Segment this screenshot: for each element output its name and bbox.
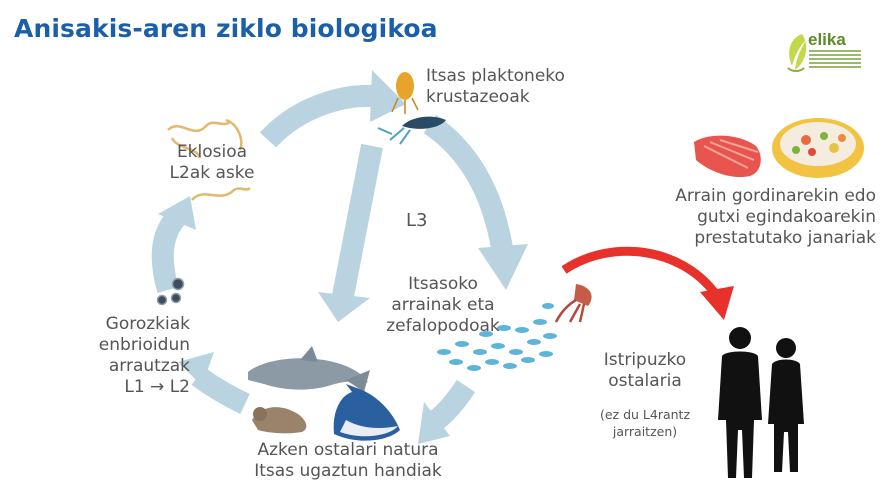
label-crustaceans: Itsas plaktoneko krustazeoak	[426, 66, 565, 108]
infection-arrow	[564, 251, 734, 320]
cycle-arrow-top-left	[268, 96, 372, 140]
arrowhead-inner	[318, 292, 370, 322]
label-accidental-host: Istripuzko ostalaria	[586, 350, 704, 392]
label-fish-line2: arrainak eta	[376, 295, 510, 316]
label-crustaceans-line1: Itsas plaktoneko	[426, 66, 565, 87]
label-raw-food: Arrain gordinarekin edo gutxi egindakoar…	[636, 186, 876, 249]
cycle-arrow-bottom-left	[198, 376, 245, 404]
label-hatching: Eklosioa L2ak aske	[158, 142, 266, 184]
cycle-arrow-top-right	[430, 124, 502, 248]
label-crustaceans-line2: krustazeoak	[426, 87, 565, 108]
label-raw-food-line3: prestatutako janariak	[636, 228, 876, 249]
label-fish-line3: zefalopodoak	[376, 316, 510, 337]
salmon-slice-icon	[694, 136, 761, 177]
label-accidental-note-line2: jarraitzen)	[586, 423, 704, 440]
label-eggs-line1: Gorozkiak	[66, 314, 190, 335]
label-final-host-line1: Azken ostalari natura	[228, 440, 468, 461]
ceviche-bowl-icon	[772, 118, 864, 178]
label-final-host-line2: Itsas ugaztun handiak	[228, 461, 468, 482]
label-raw-food-line1: Arrain gordinarekin edo	[636, 186, 876, 207]
label-hatching-line1: Eklosioa	[158, 142, 266, 163]
human-silhouette-icon	[718, 327, 804, 478]
whale-icon	[334, 384, 400, 441]
label-accidental-host-line2: ostalaria	[586, 371, 704, 392]
label-eggs-line2: enbrioidun	[66, 335, 190, 356]
label-eggs: Gorozkiak enbrioidun arrautzak L1 → L2	[66, 314, 190, 398]
label-eggs-line3: arrautzak	[66, 356, 190, 377]
squid-icon	[556, 284, 592, 322]
label-raw-food-line2: gutxi egindakoarekin	[636, 207, 876, 228]
seal-icon	[252, 407, 306, 433]
label-hatching-line2: L2ak aske	[158, 163, 266, 184]
label-final-host: Azken ostalari natura Itsas ugaztun hand…	[228, 440, 468, 482]
dolphin-icon	[248, 346, 370, 392]
label-l3: L3	[406, 210, 427, 231]
label-accidental-host-line1: Istripuzko	[586, 350, 704, 371]
label-eggs-line4: L1 → L2	[66, 377, 190, 398]
label-fish: Itsasoko arrainak eta zefalopodoak	[376, 274, 510, 337]
label-fish-line1: Itsasoko	[376, 274, 510, 295]
label-accidental-note: (ez du L4rantz jarraitzen)	[586, 406, 704, 440]
cycle-arrow-inner	[343, 146, 372, 296]
label-accidental-note-line1: (ez du L4rantz	[586, 406, 704, 423]
